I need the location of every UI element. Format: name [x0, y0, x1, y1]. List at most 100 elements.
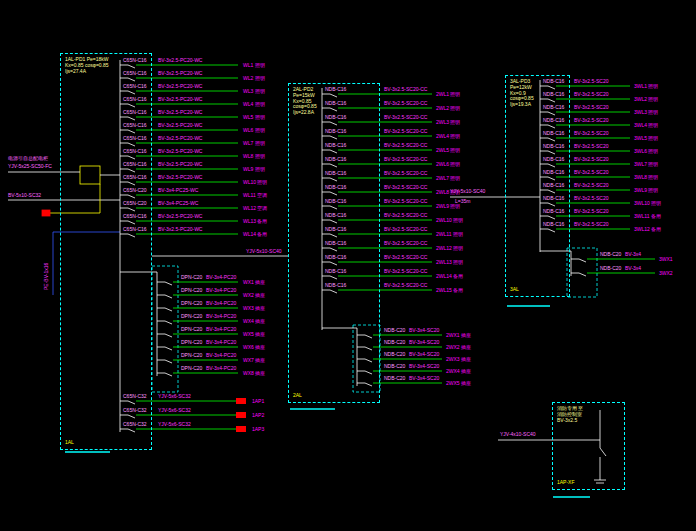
breaker-symbol [330, 276, 337, 279]
cable-label: BV-3x2.5-SC20-CC [384, 129, 427, 134]
circuit-wire [338, 248, 432, 249]
circuit-wire [338, 164, 432, 165]
wiring-note: YJV-5x25-SC50-FC [8, 164, 52, 169]
breaker-symbol [548, 164, 555, 167]
breaker-symbol [128, 182, 135, 185]
circuit-wire [157, 347, 165, 348]
breaker-label: NDB-C16 [543, 170, 564, 175]
busbar [571, 251, 572, 276]
wiring-note: BV-5x10-SC32 [8, 193, 41, 198]
circuit-number: WL5 照明 [243, 115, 265, 120]
breaker-label: DPN-C20 [181, 340, 202, 345]
breaker-label: NDB-C16 [325, 171, 346, 176]
circuit-wire [157, 373, 165, 374]
panel-box: 消防专用 至消防控制室 BV-3x2.51AP-XF [552, 402, 625, 490]
circuit-number: 2WL6 照明 [436, 162, 460, 167]
breaker-symbol [165, 334, 172, 337]
circuit-row [540, 164, 630, 167]
breaker-label: NDB-C16 [543, 131, 564, 136]
circuit-wire [338, 136, 432, 137]
cable-label: BV-3x2.5-SC20 [574, 209, 608, 214]
circuit-wire [322, 262, 330, 263]
earth-wire [53, 232, 120, 295]
circuit-row [322, 94, 432, 97]
wiring-note: YJV-4x10-SC40 [500, 432, 536, 437]
circuit-wire [120, 65, 128, 66]
circuit-row [322, 150, 432, 153]
breaker-symbol [128, 104, 135, 107]
breaker-label: NDB-C16 [325, 129, 346, 134]
circuit-wire [556, 203, 630, 204]
circuit-wire [556, 164, 630, 165]
circuit-wire [120, 182, 128, 183]
panel-heading: 消防专用 至消防控制室 BV-3x2.5 [557, 406, 587, 423]
circuit-number: 2WX3 插座 [446, 357, 471, 362]
breaker-symbol [548, 125, 555, 128]
circuit-wire [136, 401, 236, 402]
breaker-label: NDB-C16 [325, 213, 346, 218]
cable-label: YJV-5x10-SC40 [245, 249, 283, 254]
breaker-label: C65N-C16 [123, 175, 147, 180]
circuit-row [322, 206, 432, 209]
circuit-wire [173, 308, 238, 309]
circuit-wire [556, 177, 630, 178]
cable-label: BV-3x2.5-PC20-WC [158, 162, 202, 167]
wiring-note: YJY-5x10-SC40 [450, 189, 485, 194]
circuit-wire [173, 295, 238, 296]
title-underline [507, 305, 550, 307]
cable-label: BV-3x2.5-PC20-WC [158, 149, 202, 154]
circuit-wire [173, 282, 238, 283]
cable-label: BV-3x2.5-PC20-WC [158, 71, 202, 76]
cable-label: BV-3x4-PC20 [206, 314, 236, 319]
breaker-label: NDB-C20 [384, 340, 405, 345]
circuit-wire [120, 78, 128, 79]
breaker-label: DPN-C20 [181, 327, 202, 332]
cable-label: BV-3x2.5-SC20-CC [384, 157, 427, 162]
circuit-number: WX3 插座 [243, 306, 265, 311]
breaker-symbol [330, 192, 337, 195]
circuit-wire [338, 290, 432, 291]
circuit-row [157, 373, 238, 376]
breaker-label: C65N-C16 [123, 97, 147, 102]
breaker-symbol [365, 383, 372, 386]
circuit-wire [136, 415, 236, 416]
cable-label: BV-3x4 [625, 252, 641, 257]
feed-wire [498, 440, 600, 441]
circuit-number: 2WX4 插座 [446, 369, 471, 374]
circuit-wire [373, 359, 442, 360]
circuit-row [120, 78, 238, 81]
breaker-label: NDB-C16 [325, 227, 346, 232]
circuit-wire [556, 190, 630, 191]
circuit-wire [540, 138, 548, 139]
circuit-wire [540, 190, 548, 191]
wiring-note: PE-BV-1x16 [44, 263, 49, 290]
circuit-wire [173, 321, 238, 322]
breaker-symbol [128, 208, 135, 211]
cable-label: BV-3x4-PC20 [206, 301, 236, 306]
circuit-number: 3WX1 [659, 257, 673, 262]
circuit-wire [571, 273, 579, 274]
breaker-symbol [548, 86, 555, 89]
cable-label: BV-3x2.5-PC20-WC [158, 97, 202, 102]
circuit-number: 3WL3 照明 [634, 110, 658, 115]
circuit-wire [357, 359, 365, 360]
circuit-row [157, 347, 238, 350]
busbar [357, 328, 358, 386]
circuit-row [120, 208, 238, 211]
wiring-note: 电源引自总配电柜 [8, 156, 48, 161]
cable-label: BV-3x2.5-PC20-WC [158, 110, 202, 115]
circuit-wire [157, 308, 165, 309]
circuit-row [157, 308, 238, 311]
circuit-wire [556, 86, 630, 87]
circuit-wire [322, 220, 330, 221]
breaker-symbol [165, 321, 172, 324]
circuit-wire [322, 122, 330, 123]
circuit-row [540, 99, 630, 102]
circuit-row [540, 125, 630, 128]
cable-label: BV-3x4-SC20 [409, 352, 439, 357]
circuit-row [157, 282, 238, 285]
circuit-row [120, 143, 238, 146]
breaker-symbol [165, 373, 172, 376]
breaker-symbol [330, 178, 337, 181]
breaker-symbol [548, 203, 555, 206]
